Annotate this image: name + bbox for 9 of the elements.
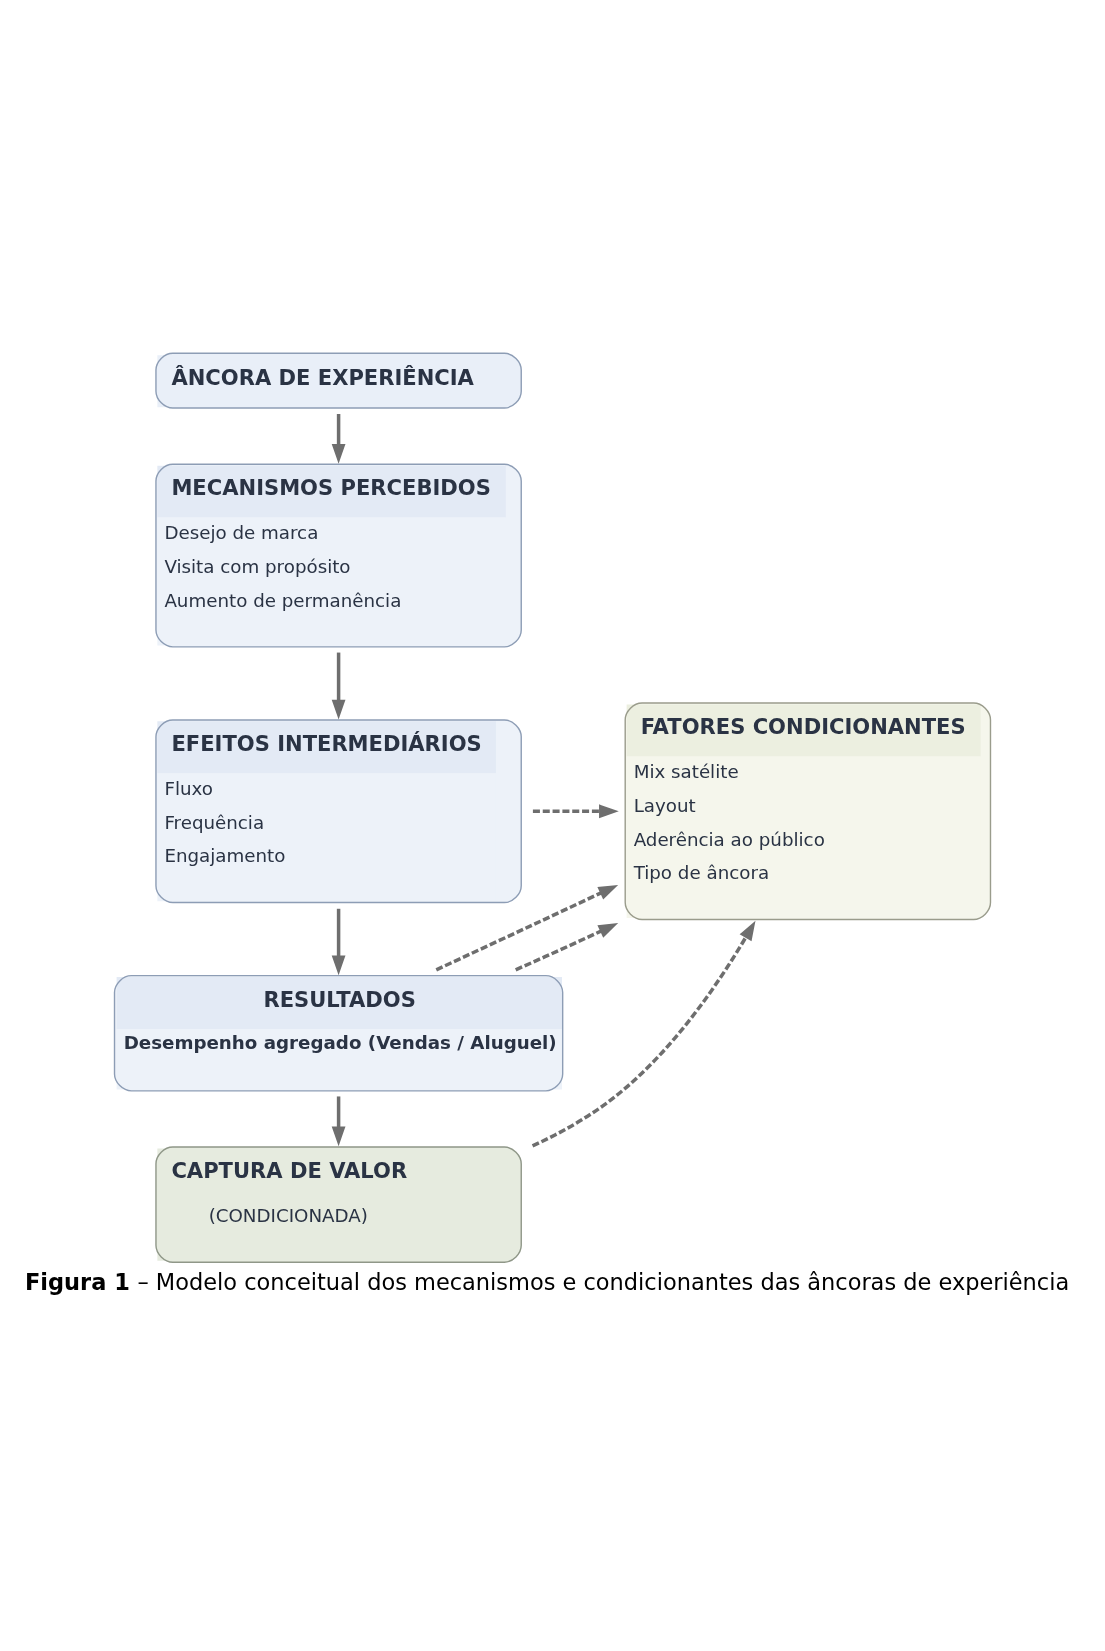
arrow — [331, 413, 346, 464]
arrow — [331, 652, 346, 719]
arrow — [532, 803, 619, 818]
caption: Figura 1 – Modelo conceitual dos mecanismos e condicionantes das âncoras de experiência — [24, 1268, 1070, 1295]
arrow — [435, 884, 619, 971]
arrow — [331, 908, 346, 975]
arrow — [331, 1095, 346, 1146]
arrow — [531, 920, 756, 1147]
arrow — [515, 922, 619, 971]
